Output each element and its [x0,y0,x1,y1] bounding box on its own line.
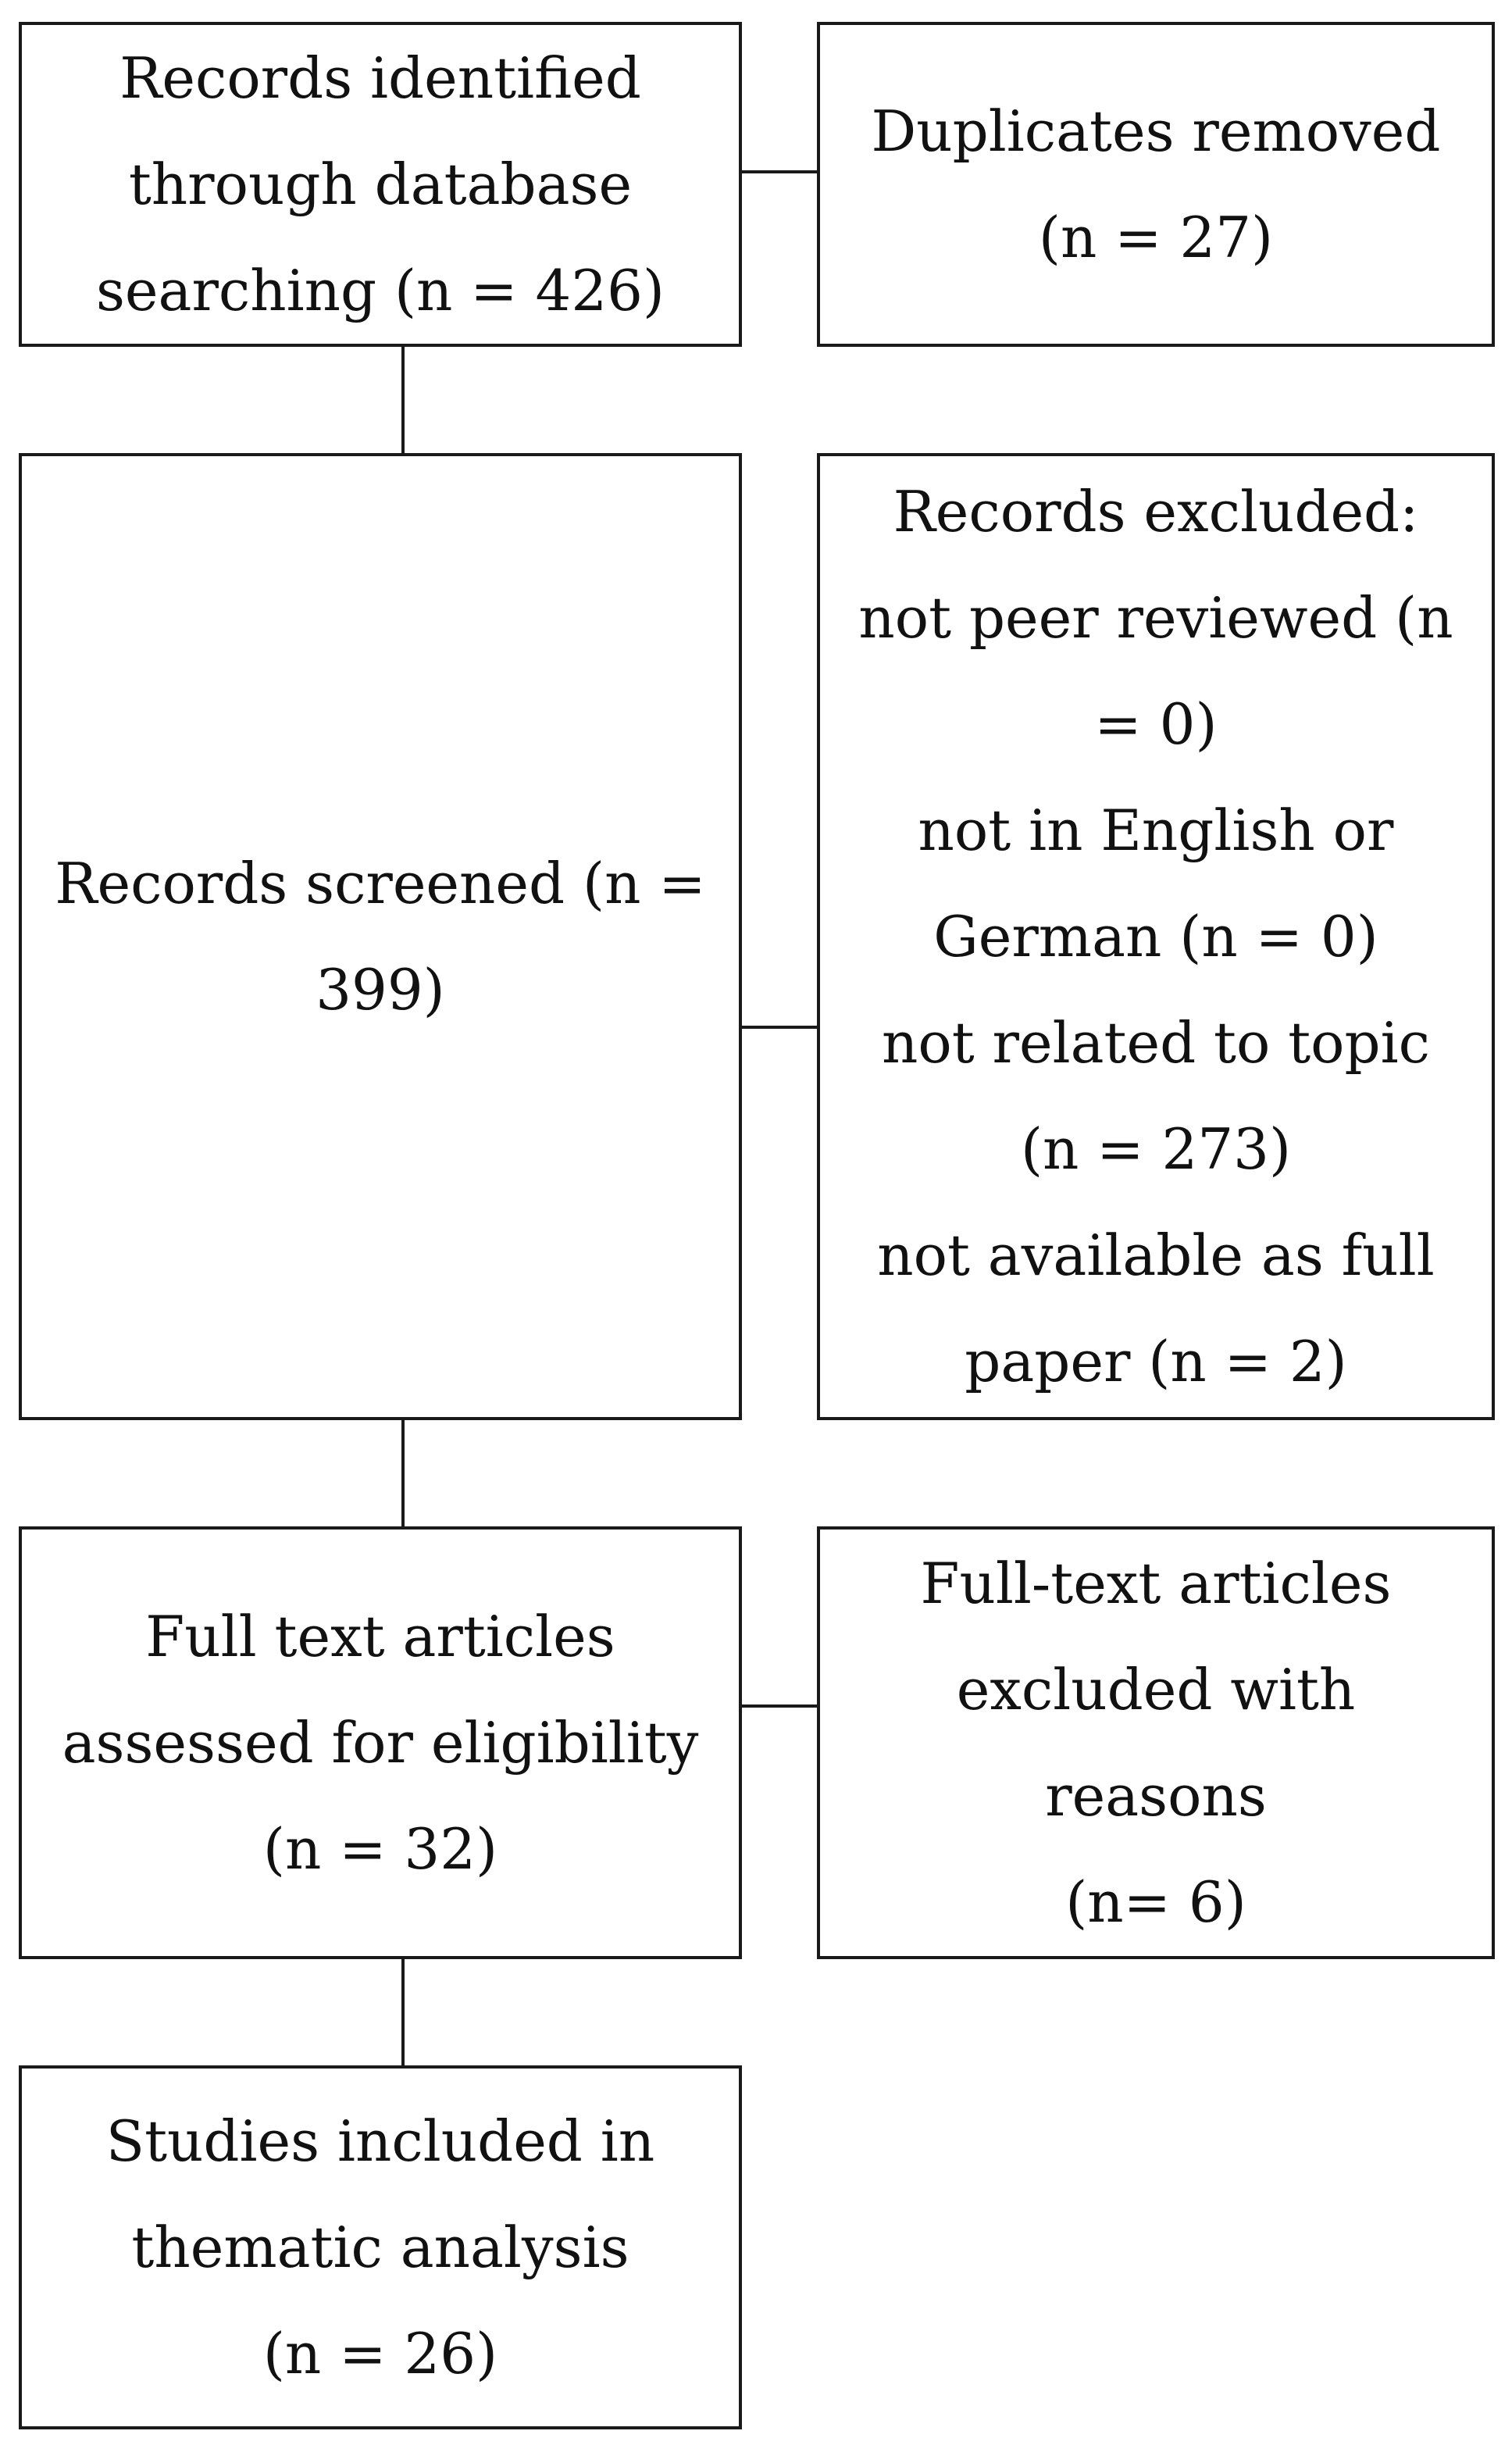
connector-assessed-fulltext-excluded [739,1704,818,1708]
duplicates-removed-text: Duplicates removed (n = 27) [871,98,1441,270]
full-text-assessed-box: Full text articles assessed for eligibil… [19,1526,742,1959]
records-identified-text: Records identified through database sear… [95,45,665,323]
records-excluded-box: Records excluded: not peer reviewed (n =… [817,453,1495,1420]
full-text-excluded-text: Full-text articles excluded with reasons… [920,1551,1392,1935]
records-identified-box: Records identified through database sear… [19,22,742,347]
records-screened-box: Records screened (n = 399) [19,453,742,1420]
duplicates-removed-box: Duplicates removed (n = 27) [817,22,1495,347]
records-screened-text: Records screened (n = 399) [55,851,706,1023]
connector-screened-excluded [739,1026,818,1029]
records-excluded-text: Records excluded: not peer reviewed (n =… [858,479,1453,1394]
full-text-excluded-box: Full-text articles excluded with reasons… [817,1526,1495,1959]
full-text-assessed-text: Full text articles assessed for eligibil… [62,1604,699,1882]
studies-included-text: Studies included in thematic analysis (n… [105,2108,655,2386]
studies-included-box: Studies included in thematic analysis (n… [19,2065,742,2429]
connector-assessed-included [401,1958,405,2067]
connector-identified-duplicates [739,170,818,173]
connector-screened-assessed [401,1419,405,1528]
connector-identified-screened [401,345,405,455]
